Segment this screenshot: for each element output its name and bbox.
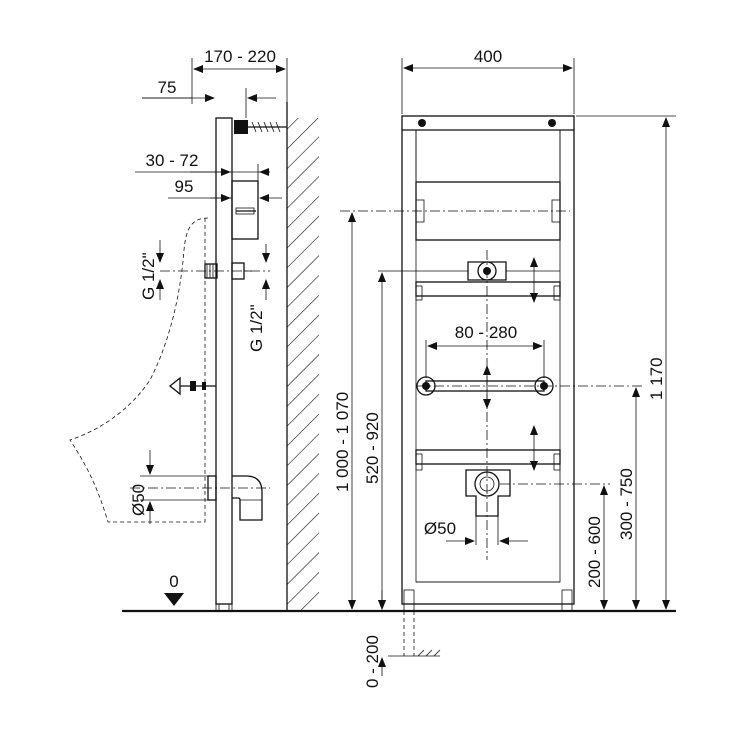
drain-elbow (232, 475, 263, 521)
dim-foot-adjust: 0 - 200 (363, 635, 382, 688)
urinal-outline (69, 217, 209, 523)
front-dimensions: 400 80 - 280 Ø50 1 170 1 000 - 1 070 520… (333, 47, 676, 688)
dim-total-height: 1 170 (647, 357, 666, 400)
dim-bracket-spacing: 80 - 280 (455, 323, 517, 342)
dim-frame-depth: 75 (158, 78, 177, 97)
wall-hatch (287, 118, 319, 611)
dim-frame-width: 400 (474, 47, 502, 66)
side-view (69, 102, 319, 612)
side-dimensions: 170 - 220 75 30 - 72 95 G 1/2" G 1/2" Ø5… (129, 47, 288, 591)
front-inlet-fitting (467, 261, 507, 281)
dim-thread-left: G 1/2" (139, 252, 158, 300)
dim-inlet-height: 1 000 - 1 070 (333, 392, 352, 492)
dim-drain-front: Ø50 (424, 519, 456, 538)
front-frame-outer (401, 115, 575, 605)
frame-foot (218, 603, 230, 612)
urinal-bracket-bolt (168, 376, 181, 396)
dim-floor-level: 0 (169, 572, 178, 591)
foot-left (403, 589, 415, 612)
inlet-box (231, 180, 259, 240)
dim-drain-height: 200 - 600 (585, 516, 604, 588)
dim-drain-side: Ø50 (129, 484, 148, 516)
floor-level-mark (164, 593, 184, 606)
dim-valve-height: 520 - 920 (363, 412, 382, 484)
dim-wall-distance: 170 - 220 (204, 47, 276, 66)
dim-inlet-offset: 30 - 72 (146, 151, 199, 170)
dim-bracket-height: 300 - 750 (617, 468, 636, 540)
wall-anchor-block (234, 120, 248, 134)
mount-hole-left (418, 119, 426, 127)
lower-crossbar (415, 449, 561, 465)
foot-right (561, 589, 573, 612)
mid-crossbar (415, 281, 561, 297)
mount-hole-right (548, 119, 556, 127)
dim-inlet-box: 95 (175, 177, 194, 196)
frame-profile (215, 117, 233, 605)
dim-thread-right: G 1/2" (247, 304, 266, 352)
top-panel (415, 129, 561, 183)
front-frame-inner (415, 129, 561, 583)
